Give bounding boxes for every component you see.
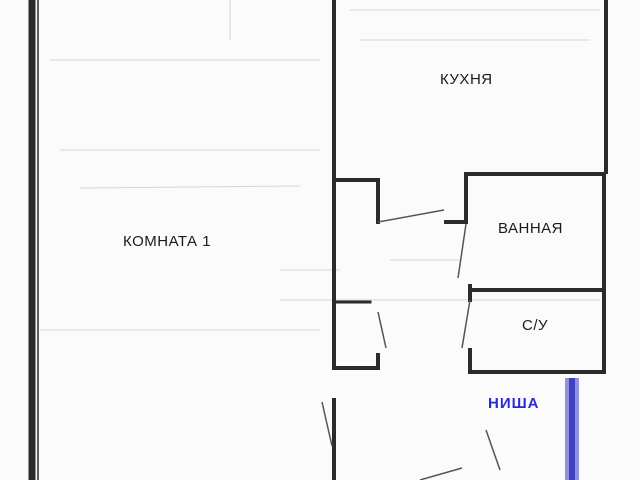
- bathroom-door: [457, 223, 467, 279]
- room1-label: КОМНАТА 1: [123, 233, 212, 250]
- bathroom-label: ВАННАЯ: [498, 220, 564, 237]
- closet-wall: [332, 178, 380, 224]
- room-door: [321, 401, 333, 447]
- niche-line: [485, 429, 501, 471]
- niche-label: НИША: [488, 395, 540, 412]
- bathroom-wall: [464, 172, 606, 374]
- closet-door: [377, 311, 387, 349]
- niche-marker-core: [569, 378, 575, 480]
- kitchen-label: КУХНЯ: [440, 71, 493, 88]
- walls: [28, 0, 608, 480]
- wc-door: [461, 299, 471, 349]
- scan-noise: [40, 0, 600, 331]
- kitchen-door: [377, 209, 445, 223]
- entrance-door: [419, 467, 463, 480]
- wc-label: С/У: [522, 317, 549, 334]
- door-swings: [321, 209, 501, 480]
